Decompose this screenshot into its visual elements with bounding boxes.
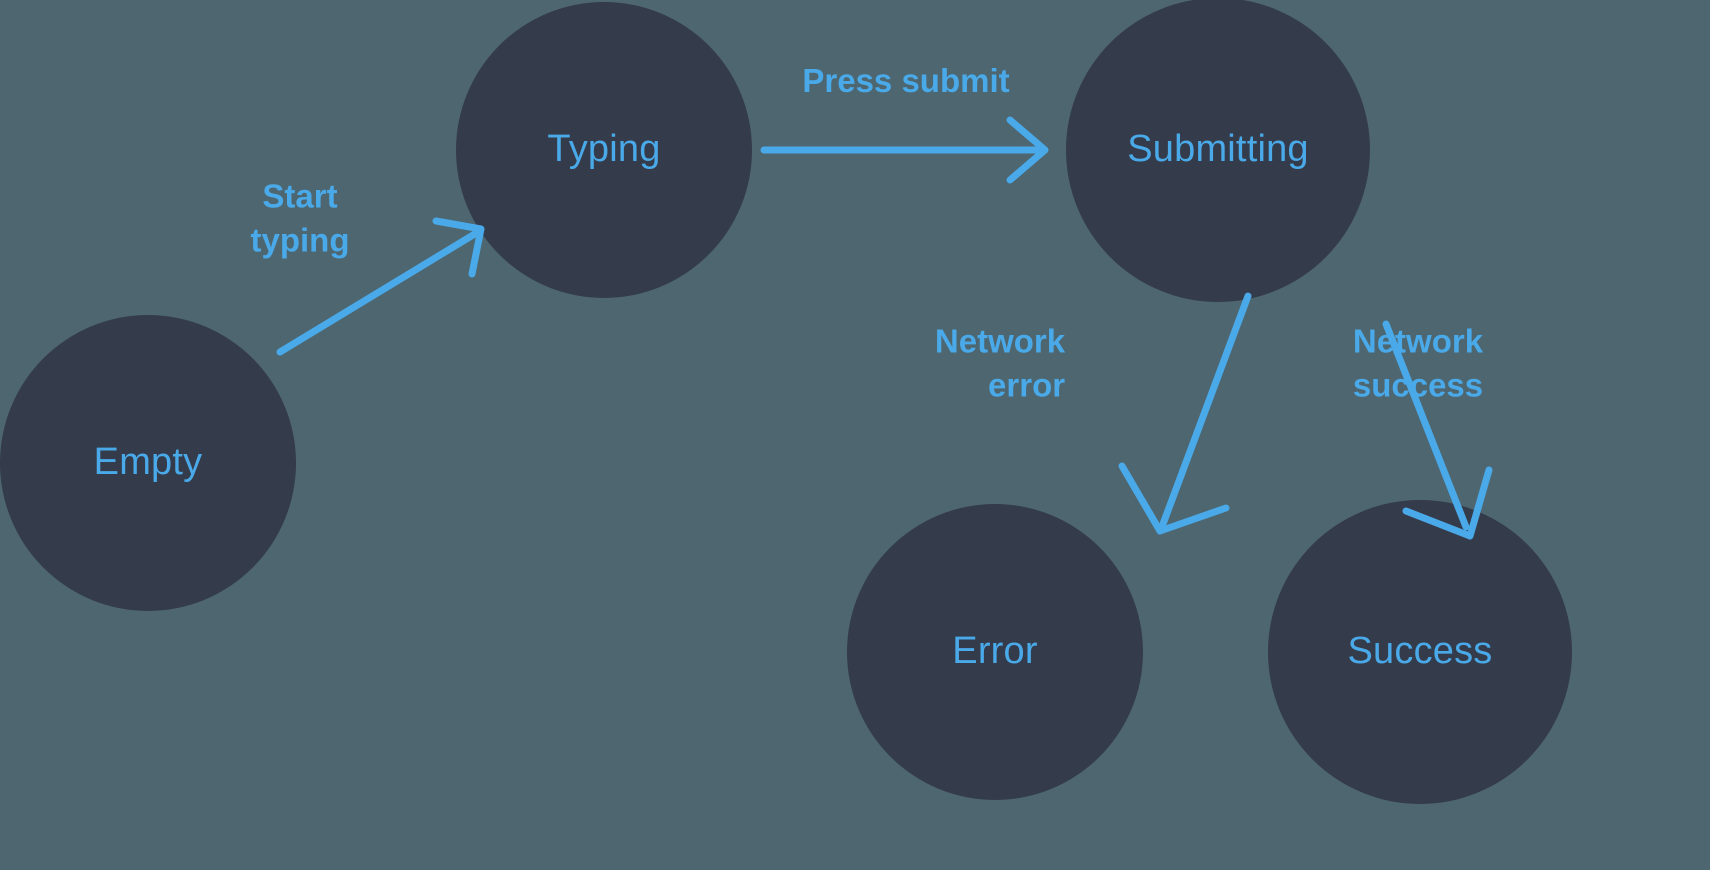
edge-line-network-success (1382, 320, 1470, 531)
node-circle-submitting[interactable] (1066, 0, 1370, 302)
edge-label-press-submit: Press submit (802, 62, 1010, 100)
node-circle-empty[interactable] (0, 315, 296, 611)
edge-arrows (276, 116, 1493, 540)
arrowhead-icon-network-error (1118, 462, 1230, 535)
edge-label-network-error: Network error (934, 322, 1066, 403)
arrowhead-icon-press-submit (1006, 116, 1049, 184)
edge-arrow-press-submit (760, 116, 1049, 184)
node-circle-success[interactable] (1268, 500, 1572, 804)
edge-arrow-start-typing (276, 217, 485, 356)
edge-line-start-typing (276, 228, 482, 356)
edge-line-network-error (1159, 292, 1252, 528)
arrowhead-icon-start-typing (432, 217, 485, 278)
edge-label-network-success: Network success (1352, 322, 1484, 403)
node-circle-typing[interactable] (456, 2, 752, 298)
arrowhead-icon-network-success (1402, 466, 1493, 540)
edge-arrow-network-error (1118, 292, 1252, 535)
node-circle-error[interactable] (847, 504, 1143, 800)
node-circles (0, 0, 1572, 804)
edge-arrow-network-success (1382, 320, 1493, 540)
edge-label-start-typing: Start typing (250, 177, 350, 258)
